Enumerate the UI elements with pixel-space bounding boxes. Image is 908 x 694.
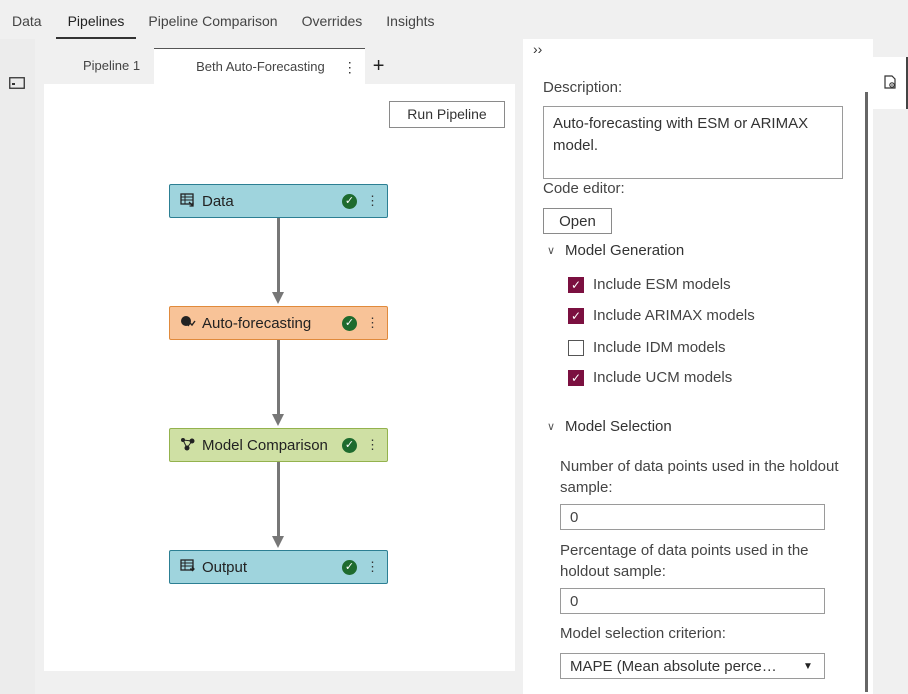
checkbox[interactable]: ✓ bbox=[568, 276, 584, 293]
node-auto-forecasting[interactable]: Auto-forecasting ✓ ⋮ bbox=[169, 306, 388, 340]
node-menu-icon[interactable]: ⋮ bbox=[366, 193, 379, 208]
model-selection-header[interactable]: ∨ Model Selection bbox=[547, 418, 672, 435]
auto-forecasting-icon bbox=[180, 315, 196, 331]
document-settings-icon bbox=[884, 75, 896, 89]
chevron-down-icon: ∨ bbox=[547, 245, 556, 257]
node-menu-icon[interactable]: ⋮ bbox=[366, 315, 379, 330]
node-menu-icon[interactable]: ⋮ bbox=[366, 559, 379, 574]
model-generation-header[interactable]: ∨ Model Generation bbox=[547, 242, 684, 259]
model-comparison-icon bbox=[180, 437, 196, 453]
holdout-percentage-label: Percentage of data points used in the ho… bbox=[560, 542, 809, 580]
run-pipeline-button[interactable]: Run Pipeline bbox=[389, 101, 505, 128]
description-label: Description: bbox=[543, 79, 623, 96]
connector-arrow bbox=[272, 536, 284, 548]
checkbox[interactable]: ✓ bbox=[568, 307, 584, 324]
node-menu-icon[interactable]: ⋮ bbox=[366, 437, 379, 452]
pipeline-tabs: Pipeline 1 Beth Auto-Forecasting ⋮ + bbox=[35, 39, 523, 84]
checkbox[interactable]: ✓ bbox=[568, 369, 584, 386]
connector-line bbox=[277, 218, 280, 294]
scrollbar[interactable] bbox=[865, 92, 868, 692]
data-table-icon bbox=[180, 193, 196, 209]
node-output[interactable]: Output ✓ ⋮ bbox=[169, 550, 388, 584]
selection-criterion-dropdown[interactable]: MAPE (Mean absolute perce… ▼ bbox=[560, 653, 825, 679]
include-esm-checkbox[interactable]: ✓ Include ESM models bbox=[568, 276, 731, 293]
open-code-editor-button[interactable]: Open bbox=[543, 208, 612, 234]
node-label: Output bbox=[202, 558, 248, 576]
include-arimax-checkbox[interactable]: ✓ Include ARIMAX models bbox=[568, 307, 755, 324]
checkbox-label: Include IDM models bbox=[593, 339, 726, 356]
connector-line bbox=[277, 462, 280, 538]
tab-data[interactable]: Data bbox=[12, 13, 42, 29]
status-complete-icon: ✓ bbox=[342, 315, 357, 331]
connector-arrow bbox=[272, 292, 284, 304]
node-label: Model Comparison bbox=[202, 436, 328, 454]
include-idm-checkbox[interactable]: Include IDM models bbox=[568, 339, 726, 356]
pipeline-canvas-area: Pipeline 1 Beth Auto-Forecasting ⋮ + Run… bbox=[35, 39, 523, 694]
connector-line bbox=[277, 340, 280, 416]
checkbox-label: Include ESM models bbox=[593, 276, 731, 293]
node-data[interactable]: Data ✓ ⋮ bbox=[169, 184, 388, 218]
checkbox-label: Include UCM models bbox=[593, 369, 733, 386]
node-options-tab[interactable] bbox=[873, 57, 908, 109]
pipeline-canvas[interactable]: Run Pipeline Data ✓ ⋮ Auto-forecasting ✓… bbox=[44, 84, 515, 671]
output-table-icon bbox=[180, 559, 196, 575]
holdout-count-label: Number of data points used in the holdou… bbox=[560, 458, 839, 496]
checkbox[interactable] bbox=[568, 339, 584, 356]
node-model-comparison[interactable]: Model Comparison ✓ ⋮ bbox=[169, 428, 388, 462]
node-label: Data bbox=[202, 192, 234, 210]
add-pipeline-button[interactable]: + bbox=[372, 55, 385, 77]
chevron-down-icon: ∨ bbox=[547, 421, 556, 433]
tab-menu-icon[interactable]: ⋮ bbox=[342, 58, 357, 75]
connector-arrow bbox=[272, 414, 284, 426]
status-complete-icon: ✓ bbox=[342, 193, 357, 209]
description-field[interactable]: Auto-forecasting with ESM or ARIMAX mode… bbox=[543, 106, 843, 179]
holdout-count-input[interactable] bbox=[560, 504, 825, 530]
collapse-panel-icon[interactable]: ›› bbox=[533, 41, 543, 57]
top-navigation: Data Pipelines Pipeline Comparison Overr… bbox=[0, 0, 908, 39]
tab-pipelines[interactable]: Pipelines bbox=[55, 0, 137, 39]
holdout-percentage-input[interactable] bbox=[560, 588, 825, 614]
tab-insights[interactable]: Insights bbox=[386, 13, 435, 29]
checkbox-label: Include ARIMAX models bbox=[593, 307, 755, 324]
tab-pipeline-1[interactable]: Pipeline 1 bbox=[83, 58, 141, 73]
include-ucm-checkbox[interactable]: ✓ Include UCM models bbox=[568, 369, 732, 386]
section-title: Model Generation bbox=[565, 242, 685, 259]
tab-overrides[interactable]: Overrides bbox=[301, 13, 363, 29]
panel-toggle-icon[interactable] bbox=[9, 77, 25, 89]
status-complete-icon: ✓ bbox=[342, 559, 357, 575]
properties-panel: ›› Description: Auto-forecasting with ES… bbox=[523, 39, 873, 694]
left-rail bbox=[0, 39, 35, 694]
tab-pipeline-comparison[interactable]: Pipeline Comparison bbox=[148, 13, 278, 29]
code-editor-label: Code editor: bbox=[543, 180, 625, 197]
dropdown-arrow-icon: ▼ bbox=[803, 660, 813, 672]
selected-value: MAPE (Mean absolute perce… bbox=[570, 657, 777, 675]
tab-beth-auto-forecasting[interactable]: Beth Auto-Forecasting ⋮ bbox=[154, 48, 365, 84]
tab-label: Beth Auto-Forecasting bbox=[196, 58, 325, 74]
section-title: Model Selection bbox=[565, 418, 672, 435]
selection-criterion-label: Model selection criterion: bbox=[560, 625, 726, 642]
right-side-strip bbox=[873, 39, 908, 694]
status-complete-icon: ✓ bbox=[342, 437, 357, 453]
node-label: Auto-forecasting bbox=[202, 314, 312, 332]
